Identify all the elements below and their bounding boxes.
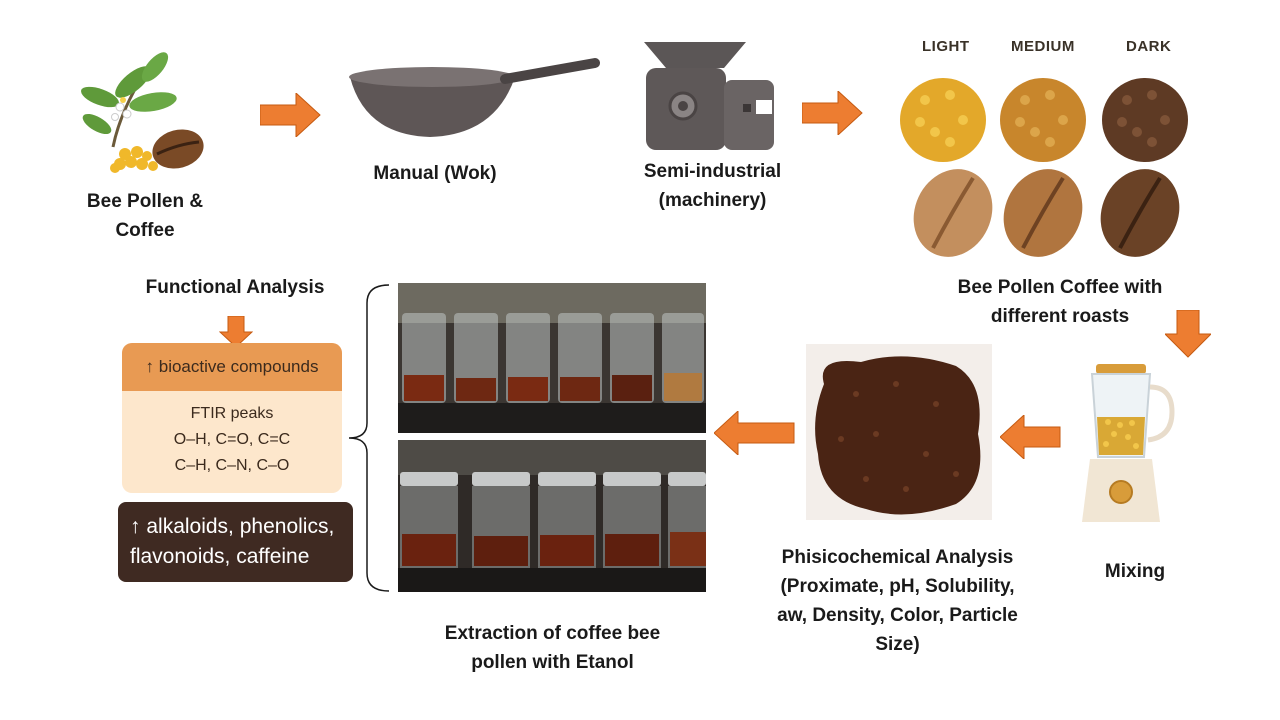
extraction-line2: pollen with Etanol bbox=[471, 652, 634, 673]
roasts-label-line2: different roasts bbox=[990, 306, 1130, 327]
arrow-left-icon bbox=[1000, 415, 1061, 459]
blender-icon bbox=[1082, 364, 1175, 522]
arrow-up-icon: ↑ bbox=[130, 515, 141, 538]
physicochemical-label: Phisicochemical Analysis (Proximate, pH,… bbox=[745, 543, 1050, 659]
roasts-label-line1: Bee Pollen Coffee with bbox=[957, 277, 1163, 298]
arrow-right-icon bbox=[260, 93, 321, 137]
ftir-title: FTIR peaks bbox=[190, 405, 274, 422]
jars-image-bottom bbox=[398, 440, 706, 592]
roast-label-dark: DARK bbox=[1126, 38, 1172, 55]
arrow-right-icon bbox=[802, 91, 863, 135]
extraction-photo-top bbox=[398, 283, 706, 433]
bioactive-header: ↑ bioactive compounds bbox=[122, 343, 342, 391]
light-pollen-pile bbox=[900, 78, 986, 162]
bracket-connector bbox=[348, 284, 390, 592]
roast-label-medium: MEDIUM bbox=[1011, 38, 1075, 55]
bee-pollen-coffee-illustration bbox=[81, 52, 204, 173]
arrow-left-icon bbox=[714, 411, 795, 455]
arrow-up-icon: ↑ bbox=[145, 357, 155, 376]
arrow-down-icon bbox=[219, 316, 253, 348]
functional-analysis-label: Functional Analysis bbox=[145, 277, 325, 298]
extraction-photo-bottom bbox=[398, 440, 706, 592]
roast-samples-illustration bbox=[900, 78, 1188, 257]
compounds-line2: flavonoids, caffeine bbox=[130, 545, 310, 568]
semi-industrial-label: Semi-industrial (machinery) bbox=[625, 157, 800, 215]
wok-icon bbox=[349, 58, 600, 137]
dark-pollen-pile bbox=[1102, 78, 1188, 162]
ftir-details: FTIR peaks O–H, C=O, C=C C–H, C–N, C–O bbox=[122, 401, 342, 479]
extraction-label: Extraction of coffee bee pollen with Eta… bbox=[420, 619, 685, 677]
semi-industrial-line2: (machinery) bbox=[658, 190, 767, 211]
physicochemical-line1: Phisicochemical Analysis bbox=[781, 547, 1014, 568]
light-bean bbox=[913, 169, 993, 257]
medium-bean bbox=[1003, 169, 1083, 257]
manual-wok-label: Manual (Wok) bbox=[373, 163, 497, 184]
coffee-powder-image bbox=[815, 356, 981, 515]
jars-image-top bbox=[398, 283, 706, 433]
ftir-line2: C–H, C–N, C–O bbox=[174, 457, 290, 474]
compounds-line1: alkaloids, phenolics, bbox=[146, 515, 335, 538]
roasts-label: Bee Pollen Coffee with different roasts bbox=[935, 273, 1185, 331]
ftir-line1: O–H, C=O, C=C bbox=[173, 431, 291, 448]
semi-industrial-line1: Semi-industrial bbox=[643, 161, 782, 182]
bee-pollen-label-line1: Bee Pollen & bbox=[86, 191, 204, 212]
bioactive-header-text: bioactive compounds bbox=[158, 357, 319, 376]
dark-bean bbox=[1100, 169, 1180, 257]
physicochemical-line4: Size) bbox=[875, 634, 920, 655]
arrow-down-icon bbox=[1165, 310, 1211, 358]
extraction-line1: Extraction of coffee bee bbox=[444, 623, 661, 644]
medium-pollen-pile bbox=[1000, 78, 1086, 162]
mixing-label: Mixing bbox=[1104, 561, 1166, 582]
roast-label-light: LIGHT bbox=[922, 38, 970, 55]
coffee-powder-photo bbox=[806, 344, 992, 520]
functional-analysis-box: ↑ bioactive compounds FTIR peaks O–H, C=… bbox=[122, 343, 342, 493]
physicochemical-line3: aw, Density, Color, Particle bbox=[777, 605, 1018, 626]
bee-pollen-label-line2: Coffee bbox=[115, 220, 175, 241]
compounds-box: ↑ alkaloids, phenolics, flavonoids, caff… bbox=[118, 502, 353, 582]
bee-pollen-label: Bee Pollen & Coffee bbox=[70, 187, 220, 245]
physicochemical-line2: (Proximate, pH, Solubility, bbox=[780, 576, 1015, 597]
roaster-machine-icon bbox=[644, 42, 774, 150]
